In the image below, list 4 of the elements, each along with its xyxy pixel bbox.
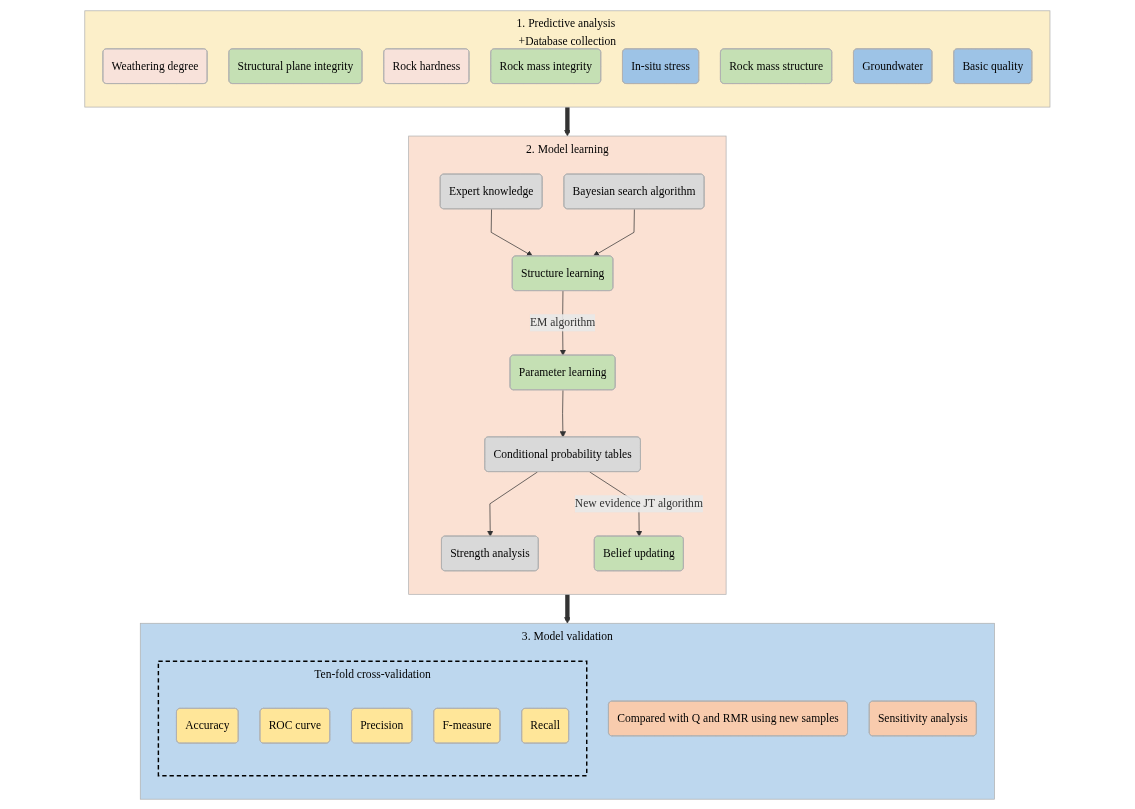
edge-label: EM algorithm	[530, 315, 596, 329]
arrow	[564, 593, 571, 624]
edge-label: New evidence JT algorithm	[574, 496, 704, 510]
arrow	[564, 106, 571, 136]
